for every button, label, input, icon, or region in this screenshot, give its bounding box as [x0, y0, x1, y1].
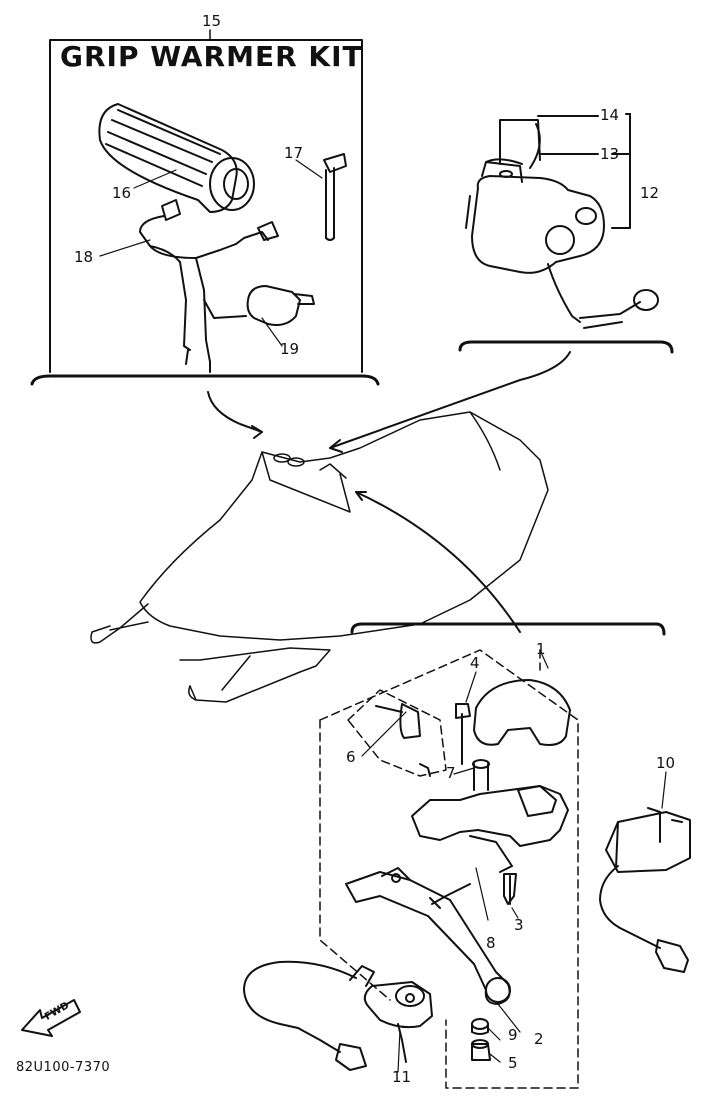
catalog-number: 82U100-7370	[16, 1060, 111, 1075]
callout-5: 5	[508, 1054, 518, 1072]
callout-13: 13	[600, 145, 620, 163]
lever-switch-part	[243, 960, 433, 1071]
lever-assembly-box	[319, 649, 579, 1089]
switch-underline	[458, 340, 674, 354]
lever-leader-line	[355, 491, 521, 633]
callout-17: 17	[284, 144, 304, 162]
callout-16: 16	[112, 184, 132, 202]
wire-harness-part	[139, 199, 315, 373]
cable-tie-part	[323, 153, 347, 241]
kit-leader-line	[207, 391, 263, 433]
switch-leader-line	[329, 351, 571, 449]
controller-part	[599, 807, 691, 973]
lever-holder-part	[375, 679, 571, 873]
kit-title: GRIP WARMER KIT	[60, 40, 363, 73]
callout-3: 3	[514, 916, 524, 934]
lever-underline	[350, 622, 666, 636]
screw-part	[429, 867, 519, 921]
grip-part	[98, 103, 255, 213]
callout-6: 6	[346, 748, 356, 766]
callout-leaders	[99, 159, 667, 1073]
kit-frame	[30, 29, 380, 386]
nut-part	[471, 1018, 491, 1061]
callout-12: 12	[640, 184, 660, 202]
callout-14: 14	[600, 106, 620, 124]
arrow-head	[329, 439, 343, 453]
callout-9: 9	[508, 1026, 518, 1044]
callout-bracket	[537, 113, 631, 229]
callout-19: 19	[280, 340, 300, 358]
callout-4: 4	[470, 654, 480, 672]
callout-2: 2	[534, 1030, 544, 1048]
callout-10: 10	[656, 754, 676, 772]
arrow-head	[251, 425, 263, 439]
forward-arrow-icon	[21, 999, 81, 1037]
arrow-head	[355, 491, 367, 501]
callout-1: 1	[536, 640, 546, 658]
callout-7: 7	[446, 764, 456, 782]
callout-8: 8	[486, 934, 496, 952]
callout-15: 15	[202, 12, 222, 30]
snowmobile-outline	[90, 411, 549, 703]
callout-18: 18	[74, 248, 94, 266]
callout-11: 11	[392, 1068, 412, 1086]
handlebar-switch-part	[465, 119, 659, 329]
